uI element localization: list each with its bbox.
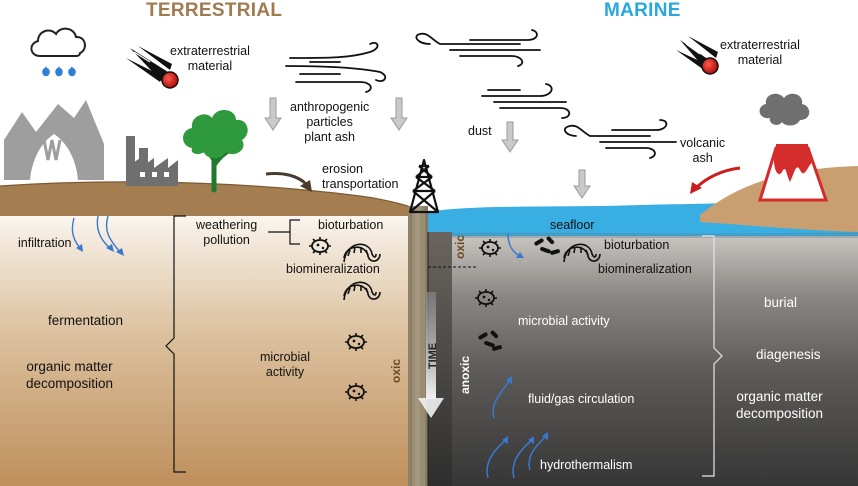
marine-header: MARINE (604, 0, 681, 21)
hydrothermalism-label: hydrothermalism (540, 458, 633, 472)
erosion-label: erosion transportation (322, 162, 399, 191)
core-left (408, 206, 428, 486)
burial-label: burial (764, 295, 798, 310)
dust-label: dust (468, 124, 492, 138)
wind-icon (481, 83, 571, 119)
time-label: TIME (427, 342, 440, 370)
land-surface (0, 181, 430, 216)
terrestrial-soil (0, 214, 408, 486)
drilling-rig-icon (408, 158, 440, 214)
biomineralization-label-marine: biomineralization (598, 262, 692, 276)
anthropogenic-label: anthropogenic particles plant ash (290, 100, 370, 144)
microbe-icon (475, 289, 497, 307)
worm-icon (563, 243, 601, 263)
worm-icon (343, 243, 381, 263)
weathering-label: weathering pollution (196, 218, 258, 247)
terrestrial-brace (165, 215, 186, 473)
fermentation-label: fermentation (48, 313, 124, 328)
factory-icon (126, 136, 178, 186)
meteor-icon (676, 36, 719, 75)
bacteria-icon (534, 236, 560, 255)
weathering-brace (268, 219, 300, 245)
organic-matter-label-terrestrial: organic matter decomposition (26, 359, 114, 391)
volcano-icon (757, 93, 829, 202)
microbe-icon (479, 239, 501, 257)
mountain-cave-icon (4, 100, 104, 180)
marine-brace (702, 235, 723, 477)
microbe-icon (345, 333, 367, 351)
seafloor-label: seafloor (550, 218, 595, 232)
microbe-icon (309, 237, 331, 255)
meteor-icon (126, 46, 179, 89)
time-arrow (418, 292, 444, 418)
wind-icon (415, 29, 541, 67)
infiltration-arrows (71, 215, 124, 256)
bioturbation-label-terrestrial: bioturbation (318, 218, 384, 232)
wind-icon (563, 119, 677, 159)
fluid-gas-label: fluid/gas circulation (528, 392, 635, 406)
microbial-activity-label-terrestrial: microbial activity (260, 350, 311, 379)
volcanic-ash-arrow (690, 166, 741, 194)
erosion-arrow (265, 172, 312, 192)
oxic-label-right: oxic (453, 234, 468, 260)
fluid-arrows (486, 233, 548, 479)
extraterrestrial-label-left: extraterrestrial material (170, 44, 250, 73)
oxic-label-left: oxic (389, 358, 404, 384)
bacteria-icon (478, 330, 502, 351)
microbial-activity-label-marine: microbial activity (518, 314, 610, 328)
deposition-arrow (264, 97, 591, 199)
bioturbation-label-marine: bioturbation (604, 238, 670, 252)
terrestrial-header: TERRESTRIAL (146, 0, 283, 21)
biomineralization-label-terrestrial: biomineralization (286, 262, 380, 276)
anoxic-label: anoxic (458, 355, 473, 395)
volcanic-ash-label: volcanic ash (680, 136, 726, 165)
diagenesis-label: diagenesis (756, 347, 821, 362)
worm-icon (343, 281, 381, 301)
marine-sediment (428, 232, 858, 486)
wind-icon (285, 42, 387, 93)
tree-icon (183, 109, 248, 193)
organic-matter-label-marine: organic matter decomposition (736, 389, 824, 421)
infiltration-label: infiltration (18, 236, 72, 250)
rain-cloud-icon (30, 27, 86, 77)
extraterrestrial-label-right: extraterrestrial material (720, 38, 800, 67)
microbe-icon (345, 383, 367, 401)
